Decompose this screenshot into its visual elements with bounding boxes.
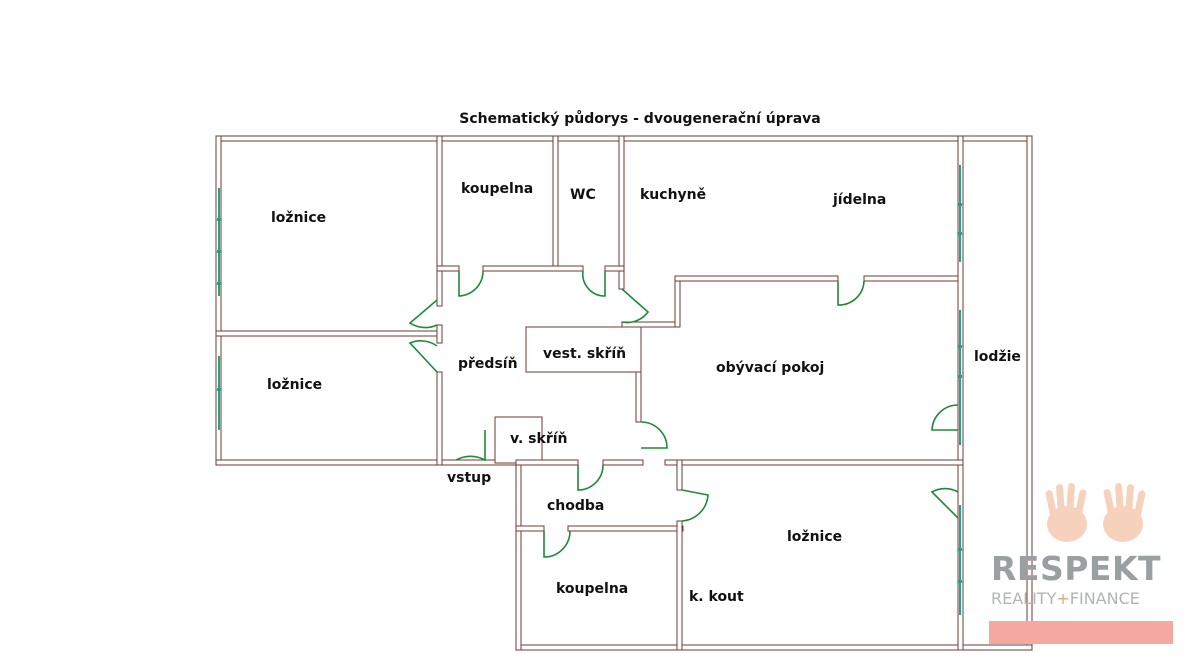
hands-icon [1045, 482, 1146, 542]
room-label-hallway: předsíň [458, 356, 518, 372]
window-mark [217, 250, 221, 253]
door-swing-dining [837, 280, 865, 306]
window-mark [958, 232, 962, 235]
room-label-corridor: chodba [547, 498, 604, 514]
room-label-bedroom-3: ložnice [787, 529, 842, 545]
door-swing-entrance [455, 430, 486, 462]
logo-tagline: REALITY+FINANCE [991, 590, 1140, 608]
wall-bedrooms-right-mid [436, 324, 443, 344]
room-label-bedroom-2: ložnice [267, 377, 322, 393]
wall-bath2-right [676, 520, 683, 651]
wall-vest-wardrobe [525, 326, 642, 373]
logo-tag-separator: + [1056, 589, 1070, 608]
window-mark [958, 548, 962, 551]
door-swing-bedroom-3 [681, 489, 709, 522]
wall-bedrooms-divider [215, 330, 442, 337]
window-mark [958, 375, 962, 378]
window-mark [958, 580, 962, 583]
room-label-living-room: obývací pokoj [716, 360, 824, 376]
logo-tag-right: FINANCE [1069, 589, 1140, 608]
wall-bedrooms-right-lower [436, 371, 443, 466]
room-label-v-wardrobe: v. skříň [510, 431, 568, 447]
room-labels: ložnice ložnice koupelna WC kuchyně jíde… [267, 181, 1021, 605]
room-label-dining: jídelna [832, 192, 886, 208]
outer-wall-bottom [515, 644, 1033, 651]
room-label-bathroom-1: koupelna [461, 181, 533, 197]
wall-kitchen-step [674, 275, 681, 328]
door-swing-wc [582, 270, 606, 297]
wall-wc-kitchen [618, 135, 625, 290]
wall-chodba-right-1 [676, 459, 683, 491]
wall-bath-bottom-2 [482, 265, 584, 272]
door-swing-living [640, 421, 668, 449]
door-swing-bathroom-2 [543, 530, 571, 558]
door-swing-loggia-living [931, 404, 959, 431]
window-mark [958, 203, 962, 206]
wall-living-bottom [664, 459, 964, 466]
windows [217, 165, 962, 615]
door-swing-bedroom-2 [408, 340, 438, 373]
room-label-bathroom-2: koupelna [556, 581, 628, 597]
room-label-bedroom-1: ložnice [271, 210, 326, 226]
room-label-entrance: vstup [447, 470, 491, 486]
wall-bedrooms-right-upper [436, 135, 443, 307]
door-swing-kitchen [621, 288, 650, 324]
room-label-loggia: lodžie [974, 349, 1021, 365]
walls [215, 135, 1033, 651]
window-mark [958, 345, 962, 348]
wall-hall-bottom-1 [515, 459, 579, 466]
company-logo: RESPEKT REALITY+FINANCE [985, 478, 1180, 648]
plan-title: Schematický půdorys - dvougenerační úpra… [459, 110, 820, 127]
wall-bath-bottom [436, 265, 460, 272]
logo-name: RESPEKT [991, 549, 1162, 588]
doors [408, 270, 959, 558]
wall-wc-bottom [604, 265, 625, 272]
window-mark [217, 388, 221, 391]
door-swing-bedroom-1 [408, 299, 438, 329]
wall-chodba-bottom-2 [567, 525, 684, 532]
wall-chodba-bottom-1 [515, 525, 545, 532]
window-mark [217, 218, 221, 221]
wall-dining-bottom-2 [863, 275, 963, 282]
door-swing-loggia-bedroom [930, 487, 959, 519]
wall-bath-wc [552, 135, 559, 272]
door-swing-bathroom [458, 270, 484, 297]
room-label-vest-wardrobe: vest. skříň [543, 346, 626, 362]
room-label-kitchen: kuchyně [640, 187, 706, 203]
window-mark [217, 282, 221, 285]
outer-wall-lower-left [515, 459, 522, 651]
door-swing-hall [577, 464, 604, 491]
outer-wall-bottom-left [215, 459, 522, 466]
logo-tag-left: REALITY [991, 589, 1057, 608]
room-label-wc: WC [570, 187, 596, 203]
room-label-sleeping-corner: k. kout [689, 589, 744, 605]
logo-bar [989, 621, 1173, 644]
wall-dining-bottom-1 [674, 275, 839, 282]
wall-hall-bottom-2 [602, 459, 644, 466]
